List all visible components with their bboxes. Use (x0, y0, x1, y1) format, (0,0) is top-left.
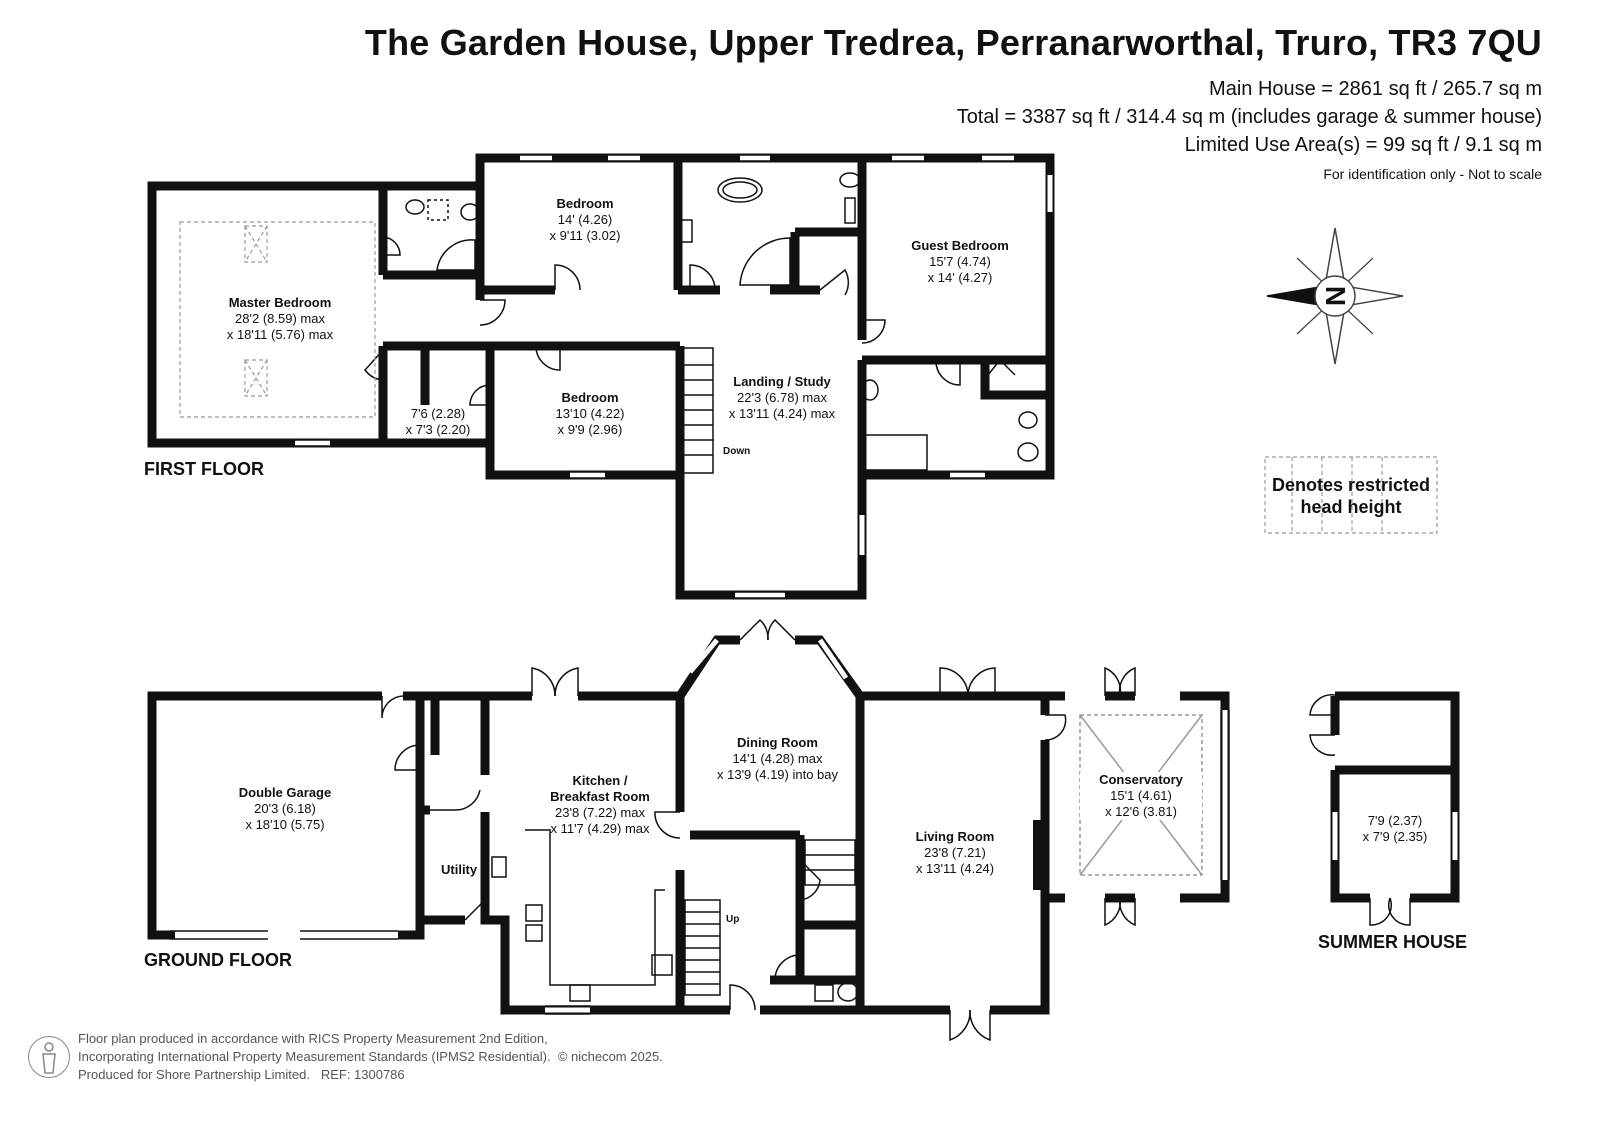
scale-note: For identification only - Not to scale (1323, 166, 1542, 182)
stairs-down-label: Down (723, 446, 751, 457)
footer-ref: REF: 1300786 (320, 1067, 405, 1082)
living-dim2: x 13'11 (4.24) (915, 861, 995, 876)
room-label-living: Living Room 23'8 (7.21) x 13'11 (4.24) (880, 829, 1030, 877)
dining-dim1: 14'1 (4.28) max (732, 751, 823, 766)
room-label-double-garage: Double Garage 20'3 (6.18) x 18'10 (5.75) (200, 785, 370, 833)
summer-house-dim1: 7'9 (2.37) (1367, 813, 1423, 828)
conservatory-name: Conservatory (1099, 772, 1183, 787)
master-bedroom-dim2: x 18'11 (5.76) max (226, 327, 334, 342)
bedroom-top-dim2: x 9'11 (3.02) (549, 228, 621, 243)
guest-bedroom-dim1: 15'7 (4.74) (929, 254, 991, 269)
bedroom-top-name: Bedroom (556, 196, 614, 211)
guest-bedroom-name: Guest Bedroom (911, 238, 1009, 253)
kitchen-name-2: Breakfast Room (550, 789, 650, 804)
dining-dim2: x 13'9 (4.19) into bay (717, 767, 838, 782)
room-label-bedroom-top: Bedroom 14' (4.26) x 9'11 (3.02) (510, 196, 660, 244)
bedroom-mid-dim1: 13'10 (4.22) (555, 406, 625, 421)
person-logo-icon (28, 1036, 70, 1078)
summer-house-dim2: x 7'9 (2.35) (1362, 829, 1428, 844)
dining-name: Dining Room (737, 735, 818, 750)
property-title: The Garden House, Upper Tredrea, Perrana… (364, 22, 1542, 63)
room-label-kitchen: Kitchen / Breakfast Room 23'8 (7.22) max… (520, 773, 680, 837)
total-area: Total = 3387 sq ft / 314.4 sq m (include… (956, 106, 1542, 128)
living-dim1: 23'8 (7.21) (924, 845, 986, 860)
room-label-utility: Utility (441, 862, 478, 877)
limited-use-area: Limited Use Area(s) = 99 sq ft / 9.1 sq … (1184, 134, 1542, 156)
compass-rose-icon: N (1266, 227, 1404, 365)
summer-house-windows (1332, 812, 1458, 860)
legend-line-1: Denotes restricted (1271, 475, 1431, 495)
footer-line-2-text: Incorporating International Property Mea… (78, 1049, 551, 1064)
stairs-up-label: Up (726, 914, 740, 925)
ground-floor-label: GROUND FLOOR (144, 950, 292, 970)
bedroom-mid-name: Bedroom (561, 390, 619, 405)
first-floor-window-frames (295, 154, 1039, 599)
kitchen-dim1: 23'8 (7.22) max (555, 805, 645, 820)
first-floor-label: FIRST FLOOR (144, 459, 264, 479)
landing-name: Landing / Study (733, 374, 831, 389)
legend-text: Denotes restricted head height (1265, 474, 1437, 518)
double-garage-dim1: 20'3 (6.18) (254, 801, 316, 816)
guest-bedroom-dim2: x 14' (4.27) (927, 270, 993, 285)
room-label-small-room: 7'6 (2.28) x 7'3 (2.20) (393, 406, 483, 438)
compass-north-letter: N (1320, 286, 1351, 306)
double-garage-dim2: x 18'10 (5.75) (245, 817, 325, 832)
person-icon (42, 1042, 56, 1074)
room-label-landing: Landing / Study 22'3 (6.78) max x 13'11 … (712, 374, 852, 422)
living-name: Living Room (915, 829, 995, 844)
small-room-dim2: x 7'3 (2.20) (405, 422, 471, 437)
footer-line-2: Incorporating International Property Mea… (78, 1048, 663, 1066)
master-bedroom-dim1: 28'2 (8.59) max (235, 311, 325, 326)
main-house-area: Main House = 2861 sq ft / 265.7 sq m (1209, 78, 1542, 100)
footer-copyright: © nichecom 2025. (557, 1049, 663, 1064)
ground-floor-walls (147, 635, 1230, 1015)
small-room-dim1: 7'6 (2.28) (410, 406, 466, 421)
first-floor-windows (295, 155, 1053, 598)
footer-line-3-text: Produced for Shore Partnership Limited. (78, 1067, 310, 1082)
room-label-bedroom-mid: Bedroom 13'10 (4.22) x 9'9 (2.96) (515, 390, 665, 438)
legend-line-2: head height (1300, 497, 1402, 517)
room-label-conservatory: Conservatory 15'1 (4.61) x 12'6 (3.81) (1080, 772, 1202, 820)
ground-floor-windows (185, 638, 1228, 1013)
room-label-dining: Dining Room 14'1 (4.28) max x 13'9 (4.19… (695, 735, 860, 783)
footer-line-3: Produced for Shore Partnership Limited. … (78, 1066, 663, 1084)
landing-dim2: x 13'11 (4.24) max (728, 406, 836, 421)
restricted-head-height-area (179, 221, 376, 418)
conservatory-dim1: 15'1 (4.61) (1110, 788, 1172, 803)
room-label-guest-bedroom: Guest Bedroom 15'7 (4.74) x 14' (4.27) (885, 238, 1035, 286)
room-label-master-bedroom: Master Bedroom 28'2 (8.59) max x 18'11 (… (170, 295, 390, 343)
kitchen-dim2: x 11'7 (4.29) max (550, 821, 650, 836)
summer-house-label: SUMMER HOUSE (1318, 932, 1468, 952)
summer-house-walls (1330, 691, 1460, 903)
bedroom-mid-dim2: x 9'9 (2.96) (557, 422, 623, 437)
summer-house-details (1309, 694, 1411, 926)
legend-box (1264, 456, 1438, 534)
fireplace (1033, 820, 1049, 890)
room-label-summer-house: 7'9 (2.37) x 7'9 (2.35) (1345, 813, 1445, 845)
double-garage-name: Double Garage (238, 785, 332, 800)
conservatory-dim2: x 12'6 (3.81) (1105, 804, 1177, 819)
footer-text: Floor plan produced in accordance with R… (78, 1030, 663, 1084)
master-bedroom-name: Master Bedroom (228, 295, 332, 310)
footer-line-1: Floor plan produced in accordance with R… (78, 1031, 548, 1046)
landing-dim1: 22'3 (6.78) max (737, 390, 827, 405)
kitchen-name-1: Kitchen / (572, 773, 628, 788)
bedroom-top-dim1: 14' (4.26) (557, 212, 613, 227)
